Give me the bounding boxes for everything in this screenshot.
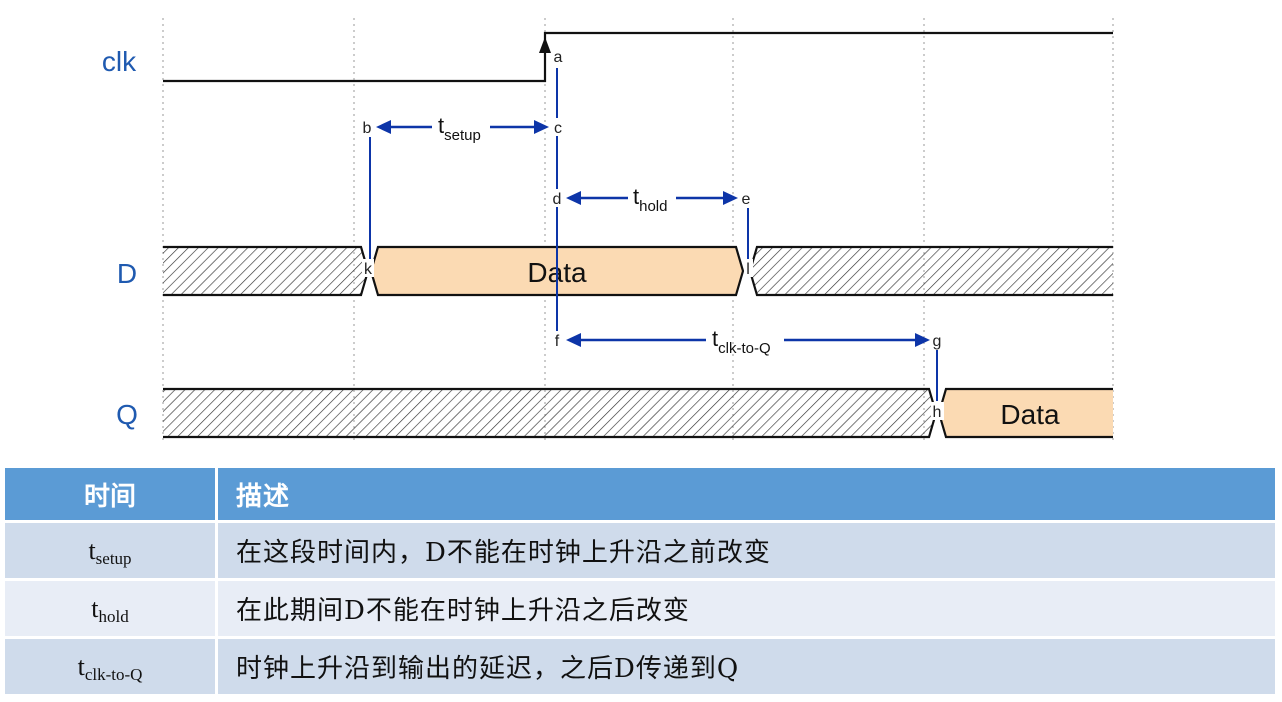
point-label-bg	[744, 259, 753, 277]
point-label-d: d	[553, 191, 562, 208]
d-invalid-before	[163, 247, 368, 295]
point-label-b: b	[363, 120, 372, 137]
point-labels: a b c d e f g k l h	[361, 49, 944, 421]
clk-to-q-arrow-left-head	[566, 333, 581, 347]
table-header-time: 时间	[5, 468, 218, 520]
setup-interval: tsetup	[376, 113, 549, 144]
setup-label-base: t	[438, 113, 444, 138]
point-label-h: h	[933, 404, 942, 421]
hold-arrow-right-head	[723, 191, 738, 205]
hold-label-base: t	[633, 184, 639, 209]
point-label-k: k	[364, 261, 373, 278]
table-cell-description: 在此期间D不能在时钟上升沿之后改变	[236, 596, 690, 626]
clk-waveform	[163, 31, 1113, 83]
clk-to-q-interval: tclk-to-Q	[566, 326, 930, 357]
clk-rising-edge-arrow	[539, 37, 551, 53]
signal-label-clk: clk	[102, 46, 137, 77]
term-sub: clk-to-Q	[84, 664, 143, 684]
hold-label-sub: hold	[639, 198, 667, 215]
term-sub: hold	[98, 606, 129, 626]
term-sub: setup	[95, 548, 132, 568]
point-label-bg	[362, 259, 374, 277]
timing-diagram: clk D Q Data Data tsetup	[102, 18, 1114, 442]
q-data-box	[939, 389, 1113, 437]
point-label-bg	[551, 189, 564, 207]
signal-label-q: Q	[116, 399, 138, 430]
grid-lines	[162, 18, 1114, 442]
point-label-e: e	[742, 191, 751, 208]
table-header-row: 时间 描述	[5, 468, 1275, 520]
table-cell-description: 在这段时间内，D不能在时钟上升沿之前改变	[236, 538, 771, 568]
signal-label-d: D	[117, 258, 137, 289]
q-waveform: Data	[163, 387, 1113, 439]
setup-label: tsetup	[438, 113, 481, 144]
point-label-bg	[552, 118, 564, 136]
hold-label: thold	[633, 184, 667, 215]
point-label-bg	[931, 402, 944, 420]
hold-arrow-left-head	[566, 191, 581, 205]
point-label-bg	[361, 118, 374, 136]
term-base: t	[91, 593, 99, 623]
point-label-f: f	[555, 333, 560, 350]
point-label-g: g	[933, 333, 942, 350]
clk-to-q-label-base: t	[712, 326, 718, 351]
clk-to-q-label: tclk-to-Q	[712, 326, 771, 357]
setup-label-sub: setup	[444, 127, 481, 144]
q-data-label: Data	[1000, 399, 1060, 430]
point-label-bg	[552, 331, 562, 349]
setup-arrow-left-head	[376, 120, 391, 134]
q-invalid-before	[163, 389, 936, 437]
point-label-bg	[740, 189, 753, 207]
table-header-description: 描述	[236, 481, 291, 512]
term-base: t	[88, 535, 96, 565]
d-invalid-after	[750, 247, 1113, 295]
setup-arrow-right-head	[534, 120, 549, 134]
point-label-c: c	[554, 120, 562, 137]
hold-interval: thold	[566, 184, 738, 215]
term-base: t	[77, 651, 85, 681]
clk-to-q-arrow-right-head	[915, 333, 930, 347]
table-cell-description: 时钟上升沿到输出的延迟，之后D传递到Q	[236, 654, 740, 684]
point-label-l: l	[746, 261, 750, 278]
d-waveform: Data	[163, 245, 1113, 297]
clk-to-q-label-sub: clk-to-Q	[718, 340, 771, 357]
point-label-bg	[931, 331, 944, 349]
point-label-a: a	[554, 49, 563, 66]
